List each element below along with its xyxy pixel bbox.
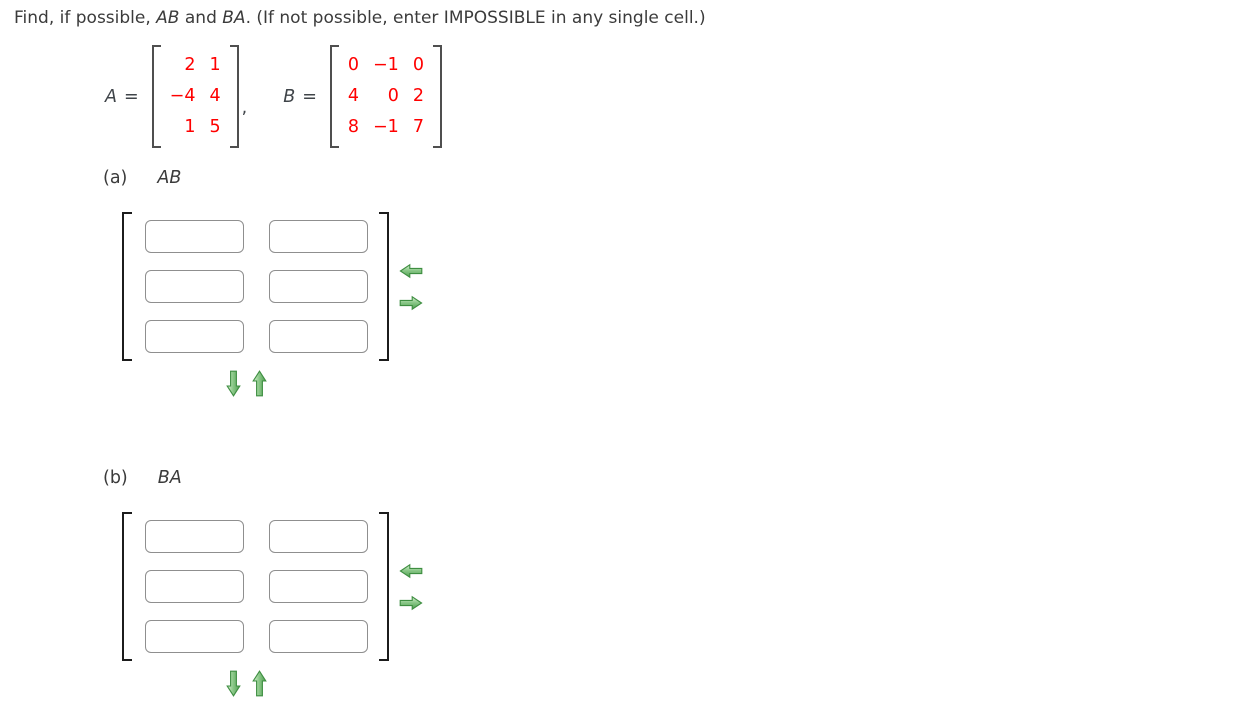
left-bracket — [122, 212, 132, 361]
row-controls-a — [226, 370, 1258, 397]
answer-matrix-a-grid — [122, 212, 389, 361]
matrix-cell-input[interactable] — [145, 520, 244, 553]
problem-statement: Find, if possible, AB and BA. (If not po… — [0, 0, 1258, 30]
section-a-expression: AB — [157, 168, 182, 188]
up-arrow-icon[interactable] — [252, 370, 267, 397]
matrix-b-values: 0 −1 0 4 0 2 8 −1 7 — [339, 45, 433, 148]
down-arrow-icon[interactable] — [226, 670, 241, 697]
matrix-a-cell: −4 — [169, 86, 196, 106]
matrix-a-cell: 2 — [184, 55, 196, 75]
matrix-b-cell: 0 — [347, 55, 360, 75]
matrix-a-display: 2 1 −4 4 1 5 — [151, 45, 239, 148]
matrix-cell-input[interactable] — [269, 570, 368, 603]
section-b-heading: (b) BA — [103, 467, 1258, 489]
section-b-label: (b) — [103, 468, 128, 488]
matrix-a-cell: 5 — [209, 117, 221, 137]
title-term-ba: BA — [222, 8, 246, 28]
right-bracket — [229, 45, 239, 148]
left-arrow-icon[interactable] — [399, 263, 423, 279]
down-arrow-icon[interactable] — [226, 370, 241, 397]
matrix-cell-input[interactable] — [145, 270, 244, 303]
matrix-b-cell: 0 — [412, 55, 424, 75]
matrix-b-cell: 0 — [387, 86, 399, 106]
matrix-separator-comma: , — [241, 97, 248, 118]
answer-matrix-b — [122, 512, 1258, 661]
matrix-a-values: 2 1 −4 4 1 5 — [161, 45, 230, 148]
section-a-heading: (a) AB — [103, 167, 1258, 189]
matrix-cell-input[interactable] — [269, 520, 368, 553]
matrix-a-label: A= — [105, 86, 139, 107]
matrix-a-cell: 4 — [209, 86, 221, 106]
title-text: and — [179, 8, 223, 28]
right-bracket — [379, 212, 389, 361]
left-bracket — [329, 45, 339, 148]
right-arrow-icon[interactable] — [399, 595, 423, 611]
matrix-b-cell: 2 — [412, 86, 424, 106]
row-controls-b — [226, 670, 1258, 697]
matrix-cell-input[interactable] — [269, 270, 368, 303]
matrix-b-cell: 8 — [347, 117, 360, 137]
right-bracket — [379, 512, 389, 661]
up-arrow-icon[interactable] — [252, 670, 267, 697]
title-text: Find, if possible, — [14, 8, 157, 28]
right-bracket — [432, 45, 442, 148]
answer-matrix-b-grid — [122, 512, 389, 661]
matrix-b-label: B= — [283, 86, 317, 107]
section-a-label: (a) — [103, 168, 128, 188]
right-arrow-icon[interactable] — [399, 295, 423, 311]
matrix-cell-input[interactable] — [269, 320, 368, 353]
matrix-cell-input[interactable] — [145, 320, 244, 353]
matrix-cell-input[interactable] — [145, 620, 244, 653]
matrix-a-cell: 1 — [209, 55, 221, 75]
left-arrow-icon[interactable] — [399, 563, 423, 579]
matrix-cell-input[interactable] — [145, 220, 244, 253]
matrix-a-cell: 1 — [184, 117, 196, 137]
matrix-cell-input[interactable] — [145, 570, 244, 603]
matrix-b-cell: −1 — [373, 55, 399, 75]
section-b-expression: BA — [157, 468, 182, 488]
matrix-cell-input[interactable] — [269, 220, 368, 253]
matrix-b-cell: 7 — [412, 117, 424, 137]
left-bracket — [122, 512, 132, 661]
title-text: . (If not possible, enter IMPOSSIBLE in … — [245, 8, 706, 28]
matrix-cell-input[interactable] — [269, 620, 368, 653]
matrix-b-cell: 4 — [347, 86, 360, 106]
given-matrices: A= 2 1 −4 4 1 5 , B= 0 −1 0 4 0 2 8 −1 7 — [105, 45, 1258, 148]
matrix-b-display: 0 −1 0 4 0 2 8 −1 7 — [329, 45, 442, 148]
matrix-b-cell: −1 — [373, 117, 399, 137]
answer-matrix-a — [122, 212, 1258, 361]
title-term-ab: AB — [156, 8, 180, 28]
left-bracket — [151, 45, 161, 148]
